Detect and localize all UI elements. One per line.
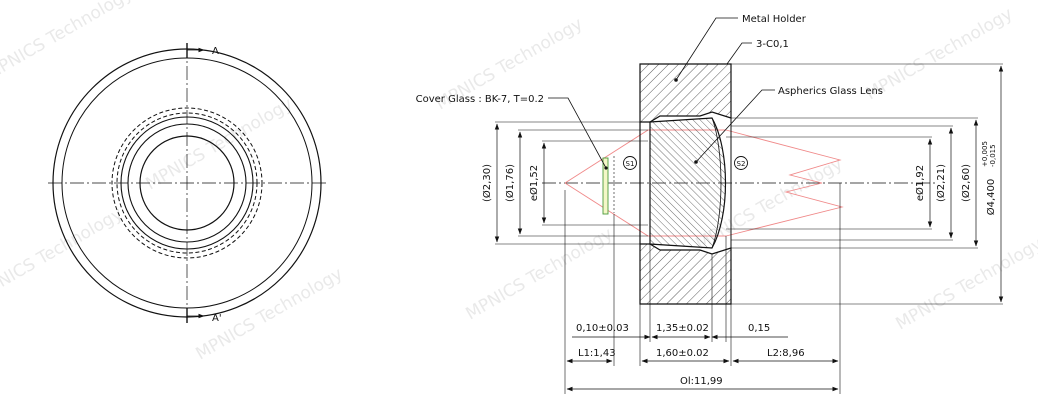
aspheric-lens <box>649 117 727 249</box>
callout-chamfer: 3-C0,1 <box>756 39 789 50</box>
surface-markers <box>623 156 748 170</box>
surface-label-s2: S2 <box>737 160 746 168</box>
watermark-layer: MPNICS Technology MPNICS Technology MPNI… <box>0 0 1038 364</box>
section-label-a: A <box>212 46 219 57</box>
dim-d230: (Ø2,30) <box>481 164 493 202</box>
dim-e152: eØ1,52 <box>528 165 540 201</box>
vertical-dimensions <box>494 65 1004 303</box>
end-view <box>48 43 326 323</box>
callout-aspherics-lens: Aspherics Glass Lens <box>778 86 883 97</box>
cover-glass <box>602 156 615 215</box>
surface-label-s1: S1 <box>626 160 635 168</box>
dim-1-60: 1,60±0.02 <box>656 348 709 359</box>
extension-lines <box>495 63 1003 305</box>
dim-outer-upper-tol: +0,005 <box>981 141 989 167</box>
watermark: MPNICS Technology <box>0 0 136 84</box>
callout-leaders <box>548 17 775 169</box>
dim-e192: eØ1,92 <box>914 165 926 201</box>
watermark: MPNICS Technology <box>893 234 1038 334</box>
dim-d176: (Ø1,76) <box>504 164 516 202</box>
dim-0-15: 0,15 <box>748 323 770 334</box>
watermark: MPNICS Technology <box>143 94 297 194</box>
dim-outer-diameter: Ø4,400 +0,005 -0,015 <box>981 141 997 215</box>
dim-l2: L2:8,96 <box>767 348 805 359</box>
bottom-extension-lines <box>564 183 841 394</box>
watermark: MPNICS Technology <box>0 204 126 304</box>
dim-outer-base: Ø4,400 <box>985 179 997 216</box>
dim-d260: (Ø2,60) <box>960 164 972 202</box>
section-label-a-prime: A' <box>212 313 222 324</box>
callout-cover-glass: Cover Glass : BK-7, T=0.2 <box>416 94 544 105</box>
dim-0-10: 0,10±0.03 <box>576 323 629 334</box>
dim-1-35: 1,35±0.02 <box>656 323 709 334</box>
metal-holder <box>639 63 732 305</box>
callout-metal-holder: Metal Holder <box>742 14 807 25</box>
bottom-dimensions <box>566 334 839 392</box>
watermark: MPNICS Technology <box>863 4 1017 104</box>
watermark: MPNICS Technology <box>463 224 617 324</box>
dim-ol: Ol:11,99 <box>680 376 723 387</box>
dim-l1: L1:1,43 <box>578 348 616 359</box>
dim-d221: (Ø2,21) <box>935 164 947 202</box>
dim-outer-lower-tol: -0,015 <box>989 144 997 167</box>
